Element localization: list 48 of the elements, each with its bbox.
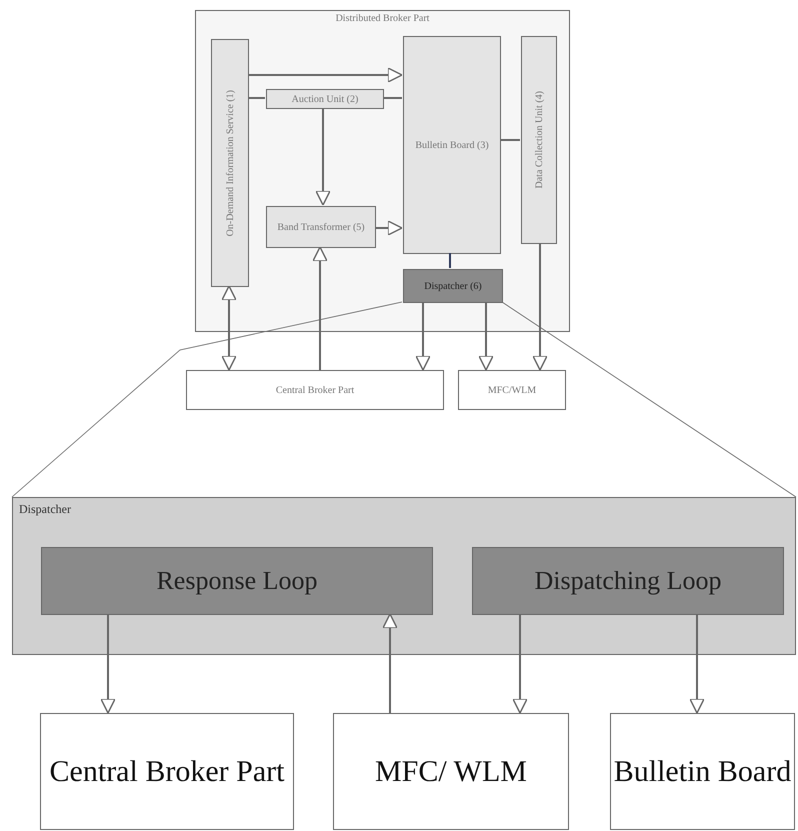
process-box (186, 370, 444, 410)
box-label: Band Transformer (5) (277, 222, 365, 232)
box-label: Response Loop (156, 566, 318, 596)
arrow (221, 285, 237, 371)
box-label: Bulletin Board (3) (415, 140, 489, 150)
process-box (333, 713, 569, 830)
process-box (40, 713, 294, 830)
box-label: Bulletin Board (614, 754, 792, 788)
connector-line (500, 139, 520, 141)
box-label: On-Demand Information Service (1) (224, 90, 236, 236)
process-box (610, 713, 795, 830)
process-box (211, 39, 249, 287)
group-frame (195, 10, 570, 332)
connector-line (248, 97, 265, 99)
arrow (100, 614, 116, 714)
box-label: Dispatcher (6) (424, 280, 482, 292)
arrow (375, 220, 403, 236)
arrow (415, 302, 431, 371)
zoom-line (502, 302, 796, 498)
arrow (478, 302, 494, 371)
box-label: Central Broker Part (50, 754, 284, 788)
arrow (248, 67, 403, 83)
box-label: MFC/WLM (488, 384, 536, 396)
box-label: Central Broker Part (276, 384, 354, 396)
arrow (382, 613, 398, 713)
arrow (315, 108, 331, 206)
box-label: MFC/ WLM (375, 754, 527, 788)
process-box (458, 370, 566, 410)
process-box (521, 36, 557, 244)
process-box (403, 269, 503, 303)
process-box (403, 36, 501, 254)
box-label: Data Collection Unit (4) (534, 91, 544, 189)
arrow (532, 243, 548, 371)
arrow (512, 614, 528, 714)
group-title: Distributed Broker Part (336, 13, 430, 24)
connector-line (383, 97, 402, 99)
arrow (312, 246, 328, 370)
group-frame (12, 497, 796, 655)
zoom-line (12, 302, 402, 498)
box-label: Dispatching Loop (534, 566, 722, 596)
group-title: Dispatcher (19, 502, 71, 517)
box-label: Auction Unit (2) (292, 94, 358, 104)
process-box (41, 547, 433, 615)
arrow (689, 614, 705, 714)
process-box (266, 206, 376, 248)
process-box (266, 89, 384, 109)
process-box (472, 547, 784, 615)
connector-line (449, 253, 451, 268)
